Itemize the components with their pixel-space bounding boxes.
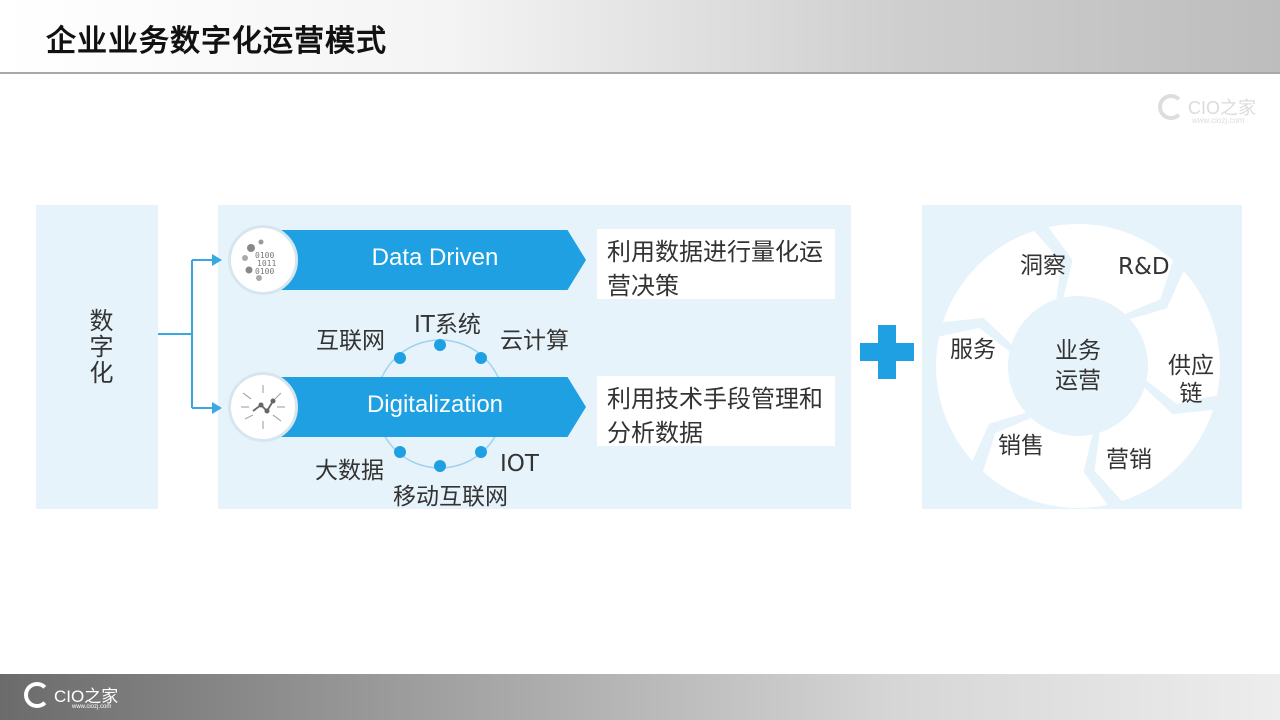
tech-label-iot: IOT — [500, 451, 539, 477]
binary-data-icon: 0100 1011 0100 — [228, 225, 298, 295]
operations-center-line1: 业务 — [1055, 338, 1101, 364]
tech-dot — [434, 460, 446, 472]
ring-label-marketing: 营销 — [1106, 447, 1152, 473]
ring-label-sales: 销售 — [998, 433, 1044, 459]
footer-bar — [0, 674, 1280, 720]
title-bar: 企业业务数字化运营模式 — [0, 0, 1280, 74]
footer-brand: CIO之家 — [54, 687, 119, 706]
svg-text:0100: 0100 — [255, 251, 274, 260]
tech-label-it-system: IT系统 — [414, 312, 481, 338]
bracket-connector — [158, 259, 212, 409]
tech-dot — [475, 446, 487, 458]
svg-text:0100: 0100 — [255, 267, 274, 276]
tech-label-mobile-internet: 移动互联网 — [393, 484, 508, 510]
operations-center-line2: 运营 — [1055, 368, 1101, 394]
watermark-logo: CIO之家 www.ciozj.com — [1158, 92, 1268, 128]
ring-segment — [942, 230, 1062, 345]
footer-logo: CIO之家 www.ciozj.com — [24, 680, 124, 714]
plus-icon — [860, 325, 914, 379]
ring-label-service: 服务 — [950, 337, 996, 363]
ring-segment — [1048, 224, 1174, 314]
operations-ring — [936, 224, 1220, 508]
data-driven-label: Data Driven — [371, 244, 499, 271]
arrow-head-top — [212, 254, 222, 266]
tech-label-cloud: 云计算 — [500, 328, 569, 354]
ring-label-rnd: R&D — [1118, 254, 1170, 280]
tech-dot — [475, 352, 487, 364]
tech-dot — [394, 352, 406, 364]
svg-text:1011: 1011 — [257, 259, 276, 268]
page-title: 企业业务数字化运营模式 — [46, 24, 387, 59]
watermark-brand: CIO之家 — [1188, 98, 1257, 118]
data-driven-banner — [278, 230, 586, 290]
ring-label-supply-chain: 供应链 — [1168, 353, 1214, 407]
operations-core — [1012, 300, 1144, 432]
digitalization-banner — [278, 377, 586, 437]
ring-segment — [1094, 387, 1214, 502]
data-driven-description: 利用数据进行量化运营决策 — [597, 229, 835, 300]
watermark-c-icon — [1158, 94, 1184, 120]
network-nodes-icon — [228, 372, 298, 442]
operations-center-label: 业务 运营 — [1012, 300, 1144, 432]
arrow-head-bottom — [212, 402, 222, 414]
ring-segment — [982, 418, 1108, 508]
digitalization-panel — [36, 205, 158, 509]
ring-label-insight: 洞察 — [1020, 253, 1066, 279]
tech-dot — [434, 339, 446, 351]
tech-dot — [394, 446, 406, 458]
watermark-url: www.ciozj.com — [1192, 116, 1245, 125]
tech-label-internet: 互联网 — [316, 328, 385, 354]
digitalization-label: Digitalization — [366, 391, 504, 418]
tech-ring-dots — [394, 339, 487, 472]
footer-c-icon — [24, 682, 50, 708]
ring-segment — [936, 328, 1026, 462]
digitalization-description: 利用技术手段管理和分析数据 — [597, 376, 835, 447]
footer-url: www.ciozj.com — [72, 704, 112, 710]
tech-label-big-data: 大数据 — [315, 458, 384, 484]
digitalization-label: 数字化 — [85, 308, 113, 386]
ring-segment — [1130, 270, 1220, 404]
